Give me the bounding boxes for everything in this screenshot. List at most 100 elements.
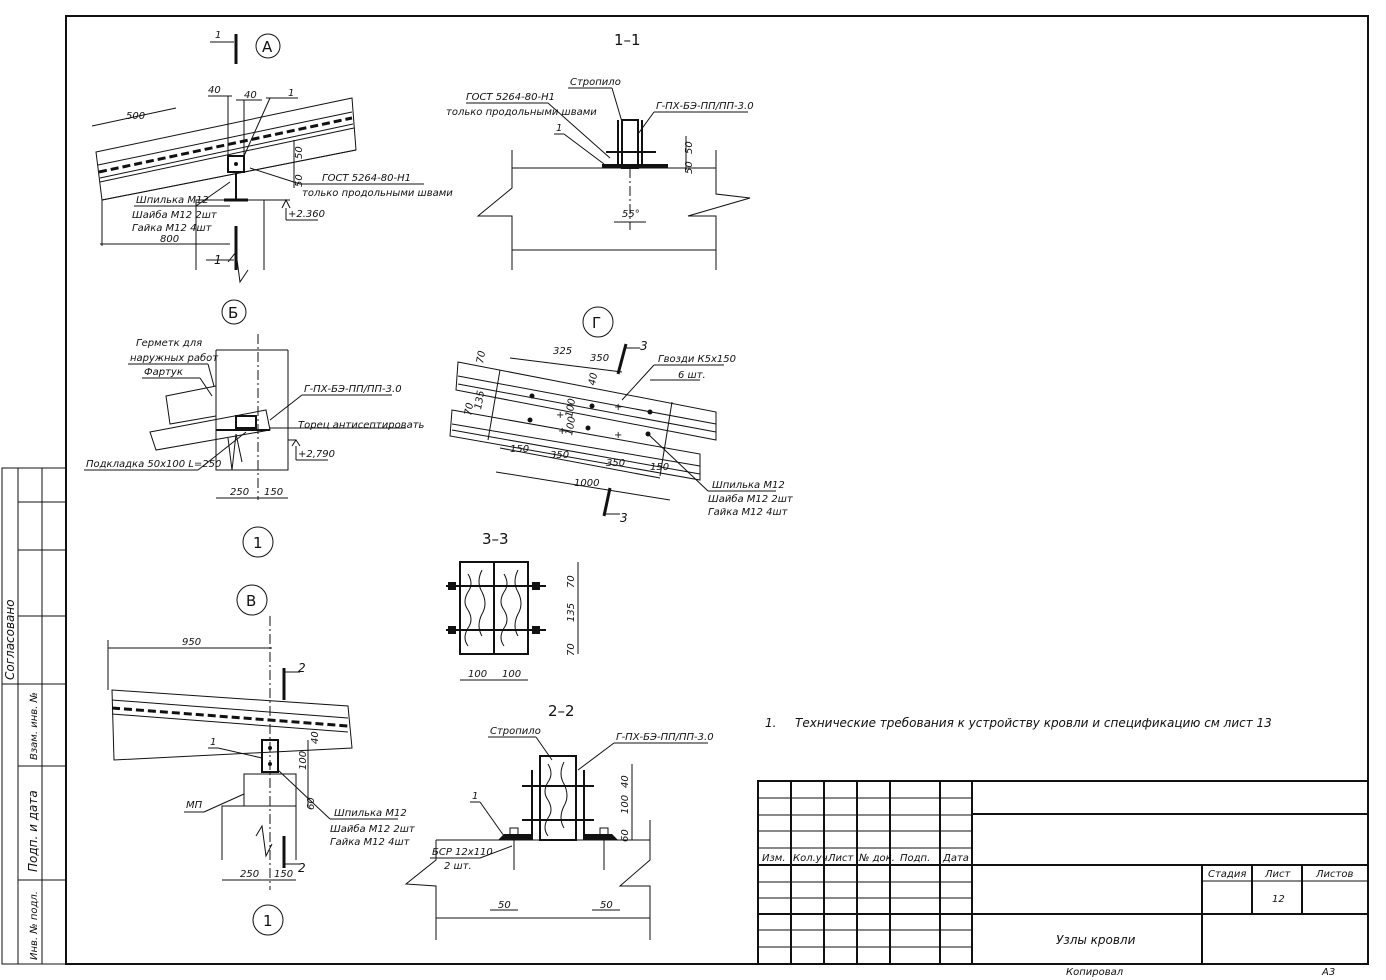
sec33-title: 3–3: [482, 530, 509, 548]
sec11-title: 1–1: [614, 31, 641, 49]
sec22-pos: 1: [472, 791, 478, 802]
sec22-dim-60: 60: [620, 829, 631, 842]
sec11-dim-50a: 50: [684, 141, 695, 154]
node-v-axis: 1: [263, 912, 273, 930]
sec22-bolt: БСР 12х110: [432, 847, 493, 858]
node-b-marker: Б: [228, 304, 238, 322]
node-g-dim-135: 135: [473, 390, 487, 411]
node-v-washer: Шайба М12 2шт: [330, 823, 416, 835]
sec22-dim-40: 40: [620, 775, 631, 788]
note-text: Технические требования к устройству кров…: [795, 716, 1272, 730]
stamp-col-doc: № док.: [858, 853, 895, 864]
sec11-rafter-body: [621, 119, 639, 169]
svg-text:+: +: [614, 430, 622, 441]
node-g-nails-qty: 6 шт.: [678, 370, 706, 381]
signature-date-label: Подп. и дата: [26, 790, 40, 872]
sec11-angle: 55°: [622, 209, 640, 220]
node-g-dim-150b: 150: [650, 462, 669, 473]
stamp-title: Узлы кровли: [1056, 933, 1136, 947]
stamp-sheets-label: Листов: [1315, 869, 1353, 880]
node-v-dim-40: 40: [310, 731, 321, 744]
node-g-beam-top: [455, 361, 717, 441]
node-b: Б Герметк для наружных работ Фартук Г-ПХ…: [84, 299, 425, 558]
title-block: Изм. Кол.уч. Лист № док. Подп. Дата Стад…: [757, 780, 1369, 978]
node-a-dim-800: 800: [160, 234, 179, 245]
node-b-level: +2,790: [298, 449, 335, 460]
node-b-dim-250: 250: [230, 487, 249, 498]
sec33-dim-100a: 100: [468, 669, 487, 680]
svg-text:+: +: [614, 402, 622, 413]
replacement-inv-label: Взам. инв. №: [29, 692, 40, 760]
node-a-dim-50a: 50: [294, 146, 305, 159]
sec11-glue: Г-ПХ-БЭ-ПП/ПП-3.0: [656, 101, 754, 112]
node-v: В 950 2 2 1 100 40 60 МП Шпилька М12 Шай: [107, 584, 416, 936]
node-v-stud: Шпилька М12: [334, 808, 407, 819]
node-g-dim-350c: 350: [606, 458, 625, 469]
original-inv-label: Инв. № подл.: [29, 891, 40, 960]
node-v-section-top: 2: [298, 661, 306, 675]
sec22-glue: Г-ПХ-БЭ-ПП/ПП-3.0: [616, 732, 714, 743]
section-1-1: 1–1 Стропило ГОСТ 5264-80-Н1 только прод…: [446, 31, 754, 270]
sec33-dim-135: 135: [566, 603, 577, 622]
sec22-dim-100: 100: [620, 795, 631, 814]
node-v-marker: В: [246, 592, 256, 610]
node-v-dim-950: 950: [182, 637, 201, 648]
node-a-dim-40a: 40: [208, 85, 221, 96]
node-b-pad: Подкладка 50х100 L=250: [86, 459, 221, 470]
node-g-beam-bottom: [449, 409, 701, 481]
stamp-sheet-number: 12: [1272, 894, 1285, 905]
node-a-pos: 1: [288, 88, 294, 99]
stamp-copied: Копировал: [1066, 967, 1124, 978]
svg-text:+: +: [556, 410, 564, 421]
node-a-washer: Шайба М12 2шт: [132, 209, 218, 221]
node-g-dim-350b: 350: [550, 450, 569, 461]
node-g-dim-350a: 350: [590, 353, 609, 364]
node-b-sealant2: наружных работ: [130, 352, 219, 364]
sec22-dim-50b: 50: [600, 900, 613, 911]
node-g-dim-100a: 100: [564, 398, 578, 419]
node-a-level: +2.360: [288, 209, 325, 220]
sec22-rafter: Стропило: [490, 726, 541, 737]
sec33-dim-70b: 70: [566, 643, 577, 656]
sec33-dim-70a: 70: [566, 575, 577, 588]
stamp-col-qty: Кол.уч.: [793, 853, 831, 864]
node-a-dim-40b: 40: [244, 90, 257, 101]
node-b-axis: 1: [253, 534, 263, 552]
stamp-col-sheet: Лист: [827, 853, 855, 864]
sec11-gost-note: только продольными швами: [446, 107, 597, 118]
node-a-marker-circle: [255, 33, 281, 59]
node-g-dim-150a: 150: [510, 444, 529, 455]
node-a-dim-50b: 50: [294, 174, 305, 187]
svg-text:+: +: [558, 426, 566, 437]
note-number: 1.: [765, 716, 776, 730]
node-a-stud: Шпилька М12: [136, 195, 209, 206]
stamp-stage-label: Стадия: [1208, 869, 1246, 880]
node-g-nails: Гвозди К5х150: [658, 354, 736, 365]
sec11-dim-50b: 50: [684, 161, 695, 174]
stamp-col-change: Изм.: [762, 853, 786, 864]
node-b-sealant1: Герметк для: [136, 338, 202, 349]
node-a-section-top: 1: [215, 30, 221, 41]
node-g-marker: Г: [592, 314, 601, 332]
stamp-col-sign: Подп.: [900, 853, 930, 864]
stamp-col-date: Дата: [942, 853, 969, 864]
node-a-nut: Гайка М12 4шт: [132, 223, 213, 234]
node-v-dim-150: 150: [274, 869, 293, 880]
stamp-format: А3: [1321, 967, 1335, 978]
node-g-dim-325: 325: [553, 346, 572, 357]
sec11-gost: ГОСТ 5264-80-Н1: [466, 92, 555, 103]
node-g-dim-100b: 100: [564, 416, 578, 437]
node-b-glue: Г-ПХ-БЭ-ПП/ПП-3.0: [304, 384, 402, 395]
node-v-mp: МП: [186, 800, 203, 811]
node-a: А 1 1 500 40 40 1 50 50: [91, 30, 453, 284]
node-a-gost: ГОСТ 5264-80-Н1: [322, 173, 411, 184]
node-b-end-treat: Торец антисептировать: [298, 420, 425, 431]
node-a-marker: А: [262, 38, 273, 56]
sec22-bolt-qty: 2 шт.: [444, 861, 472, 872]
node-v-section-bottom: 2: [298, 861, 306, 875]
node-v-dim-250: 250: [240, 869, 259, 880]
left-margin-block: Согласовано Взам. инв. № Подп. и дата Ин…: [1, 467, 67, 965]
node-v-nut: Гайка М12 4шт: [330, 837, 411, 848]
node-v-pos: 1: [210, 737, 216, 748]
node-g: Г + + + + 325 350 70 70 135 40 100 100 1…: [449, 306, 794, 525]
